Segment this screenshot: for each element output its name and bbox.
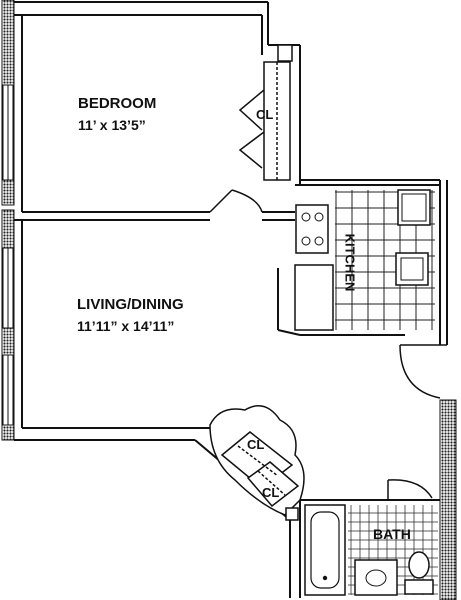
- hall-closet-upper-label: CL: [247, 437, 265, 452]
- interior-walls: [14, 1, 448, 598]
- toilet-bowl: [408, 551, 430, 579]
- living-dining-label: LIVING/DINING: [77, 296, 184, 313]
- bathroom: [304, 479, 438, 596]
- hall-closet-lower-label: CL: [262, 485, 280, 500]
- bedroom-closet-label: CL: [256, 107, 274, 122]
- entry-door[interactable]: [399, 344, 447, 399]
- bedroom-dimensions: 11’ x 13’5”: [78, 117, 146, 133]
- kitchen-label: KITCHEN: [342, 233, 358, 292]
- windows: [2, 84, 14, 426]
- stove: [295, 204, 329, 254]
- kitchen-counter: [294, 264, 334, 331]
- toilet-tank: [404, 579, 434, 595]
- bedroom-label: BEDROOM: [78, 95, 157, 112]
- bedroom-closet: [238, 44, 293, 181]
- hall-closets: [209, 405, 305, 521]
- bath-sink: [354, 559, 398, 596]
- refrigerator: [397, 189, 431, 226]
- right-exterior-wall: [439, 399, 457, 600]
- living-dining-dimensions: 11’11” x 14’11”: [77, 318, 175, 334]
- closet-lower: [246, 461, 300, 508]
- kitchen: [294, 189, 435, 331]
- bedroom-door[interactable]: [209, 189, 263, 213]
- bath-label: BATH: [373, 526, 411, 542]
